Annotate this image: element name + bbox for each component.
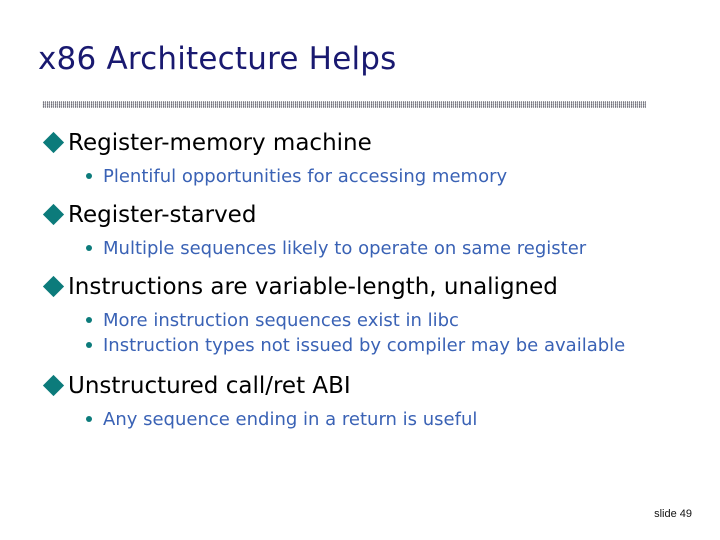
dot-bullet-icon bbox=[86, 317, 92, 323]
dot-bullet-icon bbox=[86, 245, 92, 251]
diamond-bullet-icon bbox=[42, 374, 65, 397]
diamond-bullet-icon bbox=[42, 275, 65, 298]
bullet-level2: Any sequence ending in a return is usefu… bbox=[0, 407, 720, 432]
spacer bbox=[0, 189, 720, 200]
bullet-level1-label: Instructions are variable-length, unalig… bbox=[68, 274, 558, 300]
dot-bullet-icon bbox=[86, 416, 92, 422]
page-title: x86 Architecture Helps bbox=[38, 41, 397, 77]
title-divider-rule bbox=[42, 101, 646, 108]
bullet-level2-label: Instruction types not issued by compiler… bbox=[103, 335, 626, 356]
spacer bbox=[0, 358, 720, 371]
bullet-level1: Register-memory machine bbox=[0, 128, 720, 158]
slide-number: slide 49 bbox=[654, 508, 692, 520]
slide-body: Register-memory machine Plentiful opport… bbox=[0, 128, 720, 432]
bullet-level1: Instructions are variable-length, unalig… bbox=[0, 272, 720, 302]
diamond-bullet-icon bbox=[42, 131, 65, 154]
bullet-level1-label: Register-starved bbox=[68, 202, 257, 228]
spacer bbox=[0, 261, 720, 272]
bullet-level2-label: Any sequence ending in a return is usefu… bbox=[103, 409, 478, 430]
bullet-level2-label: Plentiful opportunities for accessing me… bbox=[103, 166, 508, 187]
bullet-level1-label: Register-memory machine bbox=[68, 130, 372, 156]
diamond-bullet-icon bbox=[42, 203, 65, 226]
bullet-level1: Unstructured call/ret ABI bbox=[0, 371, 720, 401]
bullet-level2: Instruction types not issued by compiler… bbox=[0, 333, 720, 358]
bullet-level2-label: More instruction sequences exist in libc bbox=[103, 310, 459, 331]
bullet-level2: More instruction sequences exist in libc bbox=[0, 308, 720, 333]
dot-bullet-icon bbox=[86, 173, 92, 179]
bullet-level2: Multiple sequences likely to operate on … bbox=[0, 236, 720, 261]
bullet-level1-label: Unstructured call/ret ABI bbox=[68, 373, 351, 399]
bullet-level2-label: Multiple sequences likely to operate on … bbox=[103, 238, 587, 259]
dot-bullet-icon bbox=[86, 342, 92, 348]
bullet-level1: Register-starved bbox=[0, 200, 720, 230]
bullet-level2: Plentiful opportunities for accessing me… bbox=[0, 164, 720, 189]
